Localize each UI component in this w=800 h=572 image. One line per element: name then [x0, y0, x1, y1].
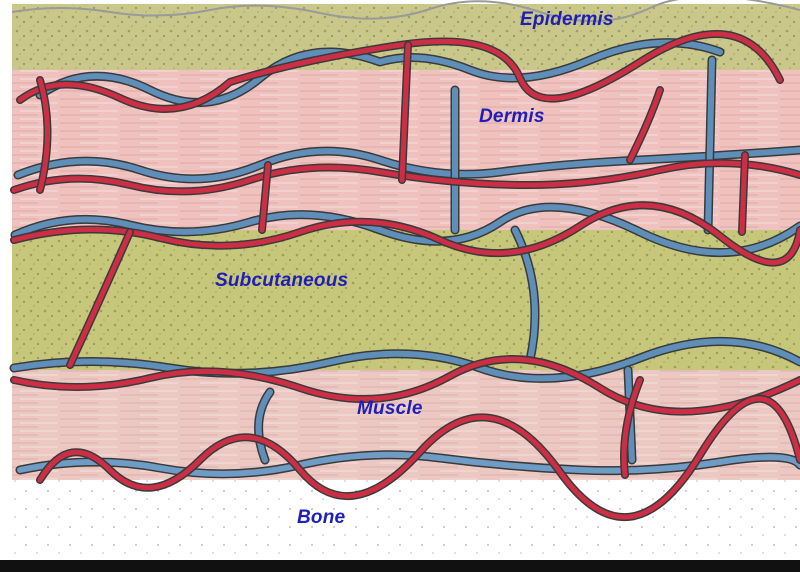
muscle-label: Muscle — [357, 398, 423, 420]
subcutaneous-label: Subcutaneous — [215, 270, 348, 292]
bone-texture — [12, 480, 800, 562]
bottom-edge — [0, 560, 800, 572]
dermis-label: Dermis — [479, 106, 545, 128]
bone-label: Bone — [297, 507, 345, 529]
epidermis-label: Epidermis — [520, 9, 614, 31]
